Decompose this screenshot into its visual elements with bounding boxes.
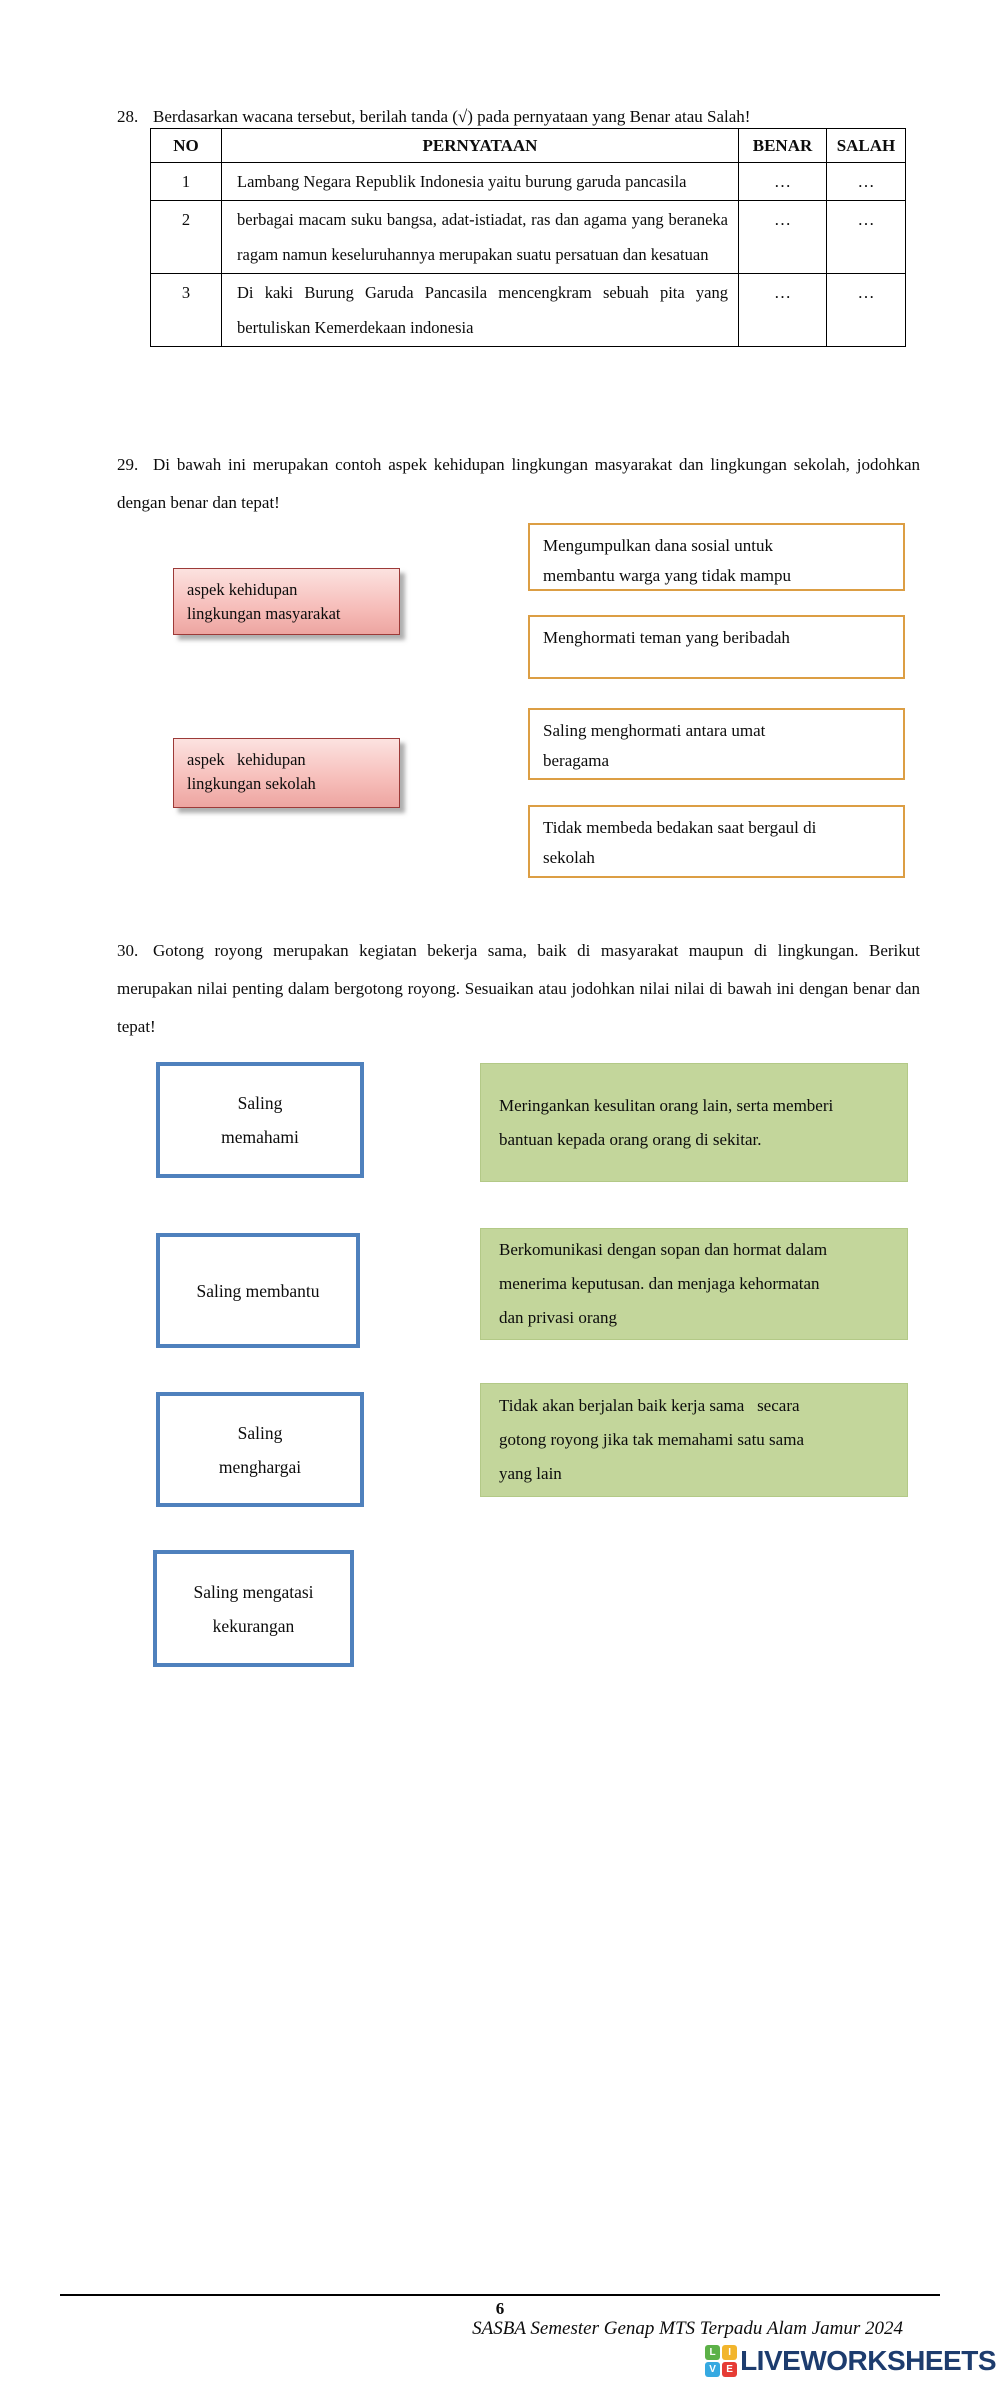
page-number: 6: [495, 2299, 505, 2318]
match-source-saling-memahami[interactable]: Saling memahami: [156, 1062, 364, 1178]
table-header-no: NO: [150, 128, 222, 163]
match-source-saling-mengatasi[interactable]: Saling mengatasi kekurangan: [153, 1550, 354, 1667]
match-option-berkomunikasi-sopan[interactable]: Berkomunikasi dengan sopan dan hormat da…: [480, 1228, 908, 1340]
row-1-benar-cell[interactable]: …: [738, 162, 827, 201]
match-option-tidak-membeda[interactable]: Tidak membeda bedakan saat bergaul di se…: [528, 805, 905, 878]
question-29: 29.Di bawah ini merupakan contoh aspek k…: [117, 446, 920, 522]
question-28: 28. Berdasarkan wacana tersebut, berilah …: [117, 98, 920, 136]
match-option-dana-sosial[interactable]: Mengumpulkan dana sosial untuk membantu …: [528, 523, 905, 591]
liveworksheets-tiles-icon: L I V E: [705, 2345, 738, 2377]
question-28-number: 28.: [117, 107, 139, 126]
row-3-benar-cell[interactable]: …: [738, 273, 827, 347]
question-30-number: 30.: [117, 941, 139, 960]
match-source-saling-membantu[interactable]: Saling membantu: [156, 1233, 360, 1348]
row-2-no: 2: [150, 200, 222, 274]
question-30-prompt: Gotong royong merupakan kegiatan bekerja…: [117, 941, 920, 1036]
table-header-statement: PERNYATAAN: [221, 128, 739, 163]
match-source-lingkungan-masyarakat[interactable]: aspek kehidupan lingkungan masyarakat: [173, 568, 400, 635]
match-option-umat-beragama[interactable]: Saling menghormati antara umat beragama: [528, 708, 905, 780]
row-2-benar-cell[interactable]: …: [738, 200, 827, 274]
footer-source-text: SASBA Semester Genap MTS Terpadu Alam Ja…: [472, 2318, 903, 2339]
table-header-benar: BENAR: [738, 128, 827, 163]
row-2-statement: berbagai macam suku bangsa, adat-istiada…: [221, 200, 739, 274]
liveworksheets-wordmark: LIVEWORKSHEETS: [740, 2345, 996, 2376]
row-1-statement: Lambang Negara Republik Indonesia yaitu …: [221, 162, 739, 201]
question-29-prompt: Di bawah ini merupakan contoh aspek kehi…: [117, 455, 920, 512]
row-3-salah-cell[interactable]: …: [826, 273, 906, 347]
match-option-meringankan-kesulitan[interactable]: Meringankan kesulitan orang lain, serta …: [480, 1063, 908, 1182]
logo-tile-v: V: [705, 2362, 721, 2377]
question-29-number: 29.: [117, 455, 139, 474]
logo-tile-i: I: [722, 2345, 738, 2360]
row-2-salah-cell[interactable]: …: [826, 200, 906, 274]
match-option-tidak-berjalan-baik[interactable]: Tidak akan berjalan baik kerja sama seca…: [480, 1383, 908, 1497]
row-3-statement: Di kaki Burung Garuda Pancasila mencengk…: [221, 273, 739, 347]
table-row: 1 Lambang Negara Republik Indonesia yait…: [150, 162, 906, 201]
true-false-table: NO PERNYATAAN BENAR SALAH 1 Lambang Nega…: [150, 128, 906, 347]
logo-tile-l: L: [705, 2345, 721, 2360]
liveworksheets-logo[interactable]: L I V E LIVEWORKSHEETS: [705, 2343, 996, 2379]
row-1-no: 1: [150, 162, 222, 201]
question-28-prompt: Berdasarkan wacana tersebut, berilah tan…: [153, 107, 751, 126]
table-header-salah: SALAH: [826, 128, 906, 163]
table-row: 2 berbagai macam suku bangsa, adat-istia…: [150, 200, 906, 274]
table-row: 3 Di kaki Burung Garuda Pancasila mencen…: [150, 273, 906, 347]
match-source-lingkungan-sekolah[interactable]: aspek kehidupan lingkungan sekolah: [173, 738, 400, 808]
footer-divider: [60, 2294, 940, 2296]
row-3-no: 3: [150, 273, 222, 347]
question-30: 30.Gotong royong merupakan kegiatan beke…: [117, 932, 920, 1046]
logo-tile-e: E: [722, 2362, 738, 2377]
row-1-salah-cell[interactable]: …: [826, 162, 906, 201]
match-source-saling-menghargai[interactable]: Saling menghargai: [156, 1392, 364, 1507]
table-header-row: NO PERNYATAAN BENAR SALAH: [150, 128, 906, 163]
match-option-menghormati-teman[interactable]: Menghormati teman yang beribadah: [528, 615, 905, 679]
